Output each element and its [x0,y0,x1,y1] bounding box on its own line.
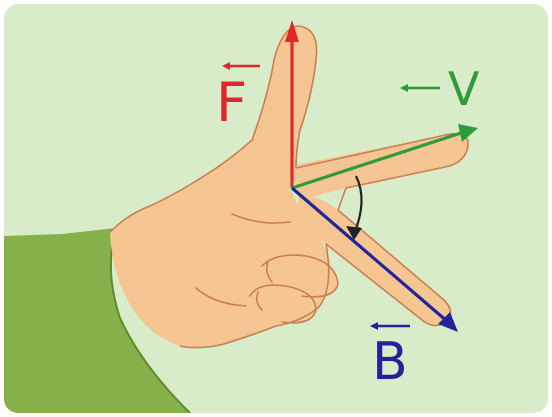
force-label: F [216,76,247,130]
field-label: B [372,336,408,388]
velocity-label: V [448,66,479,112]
